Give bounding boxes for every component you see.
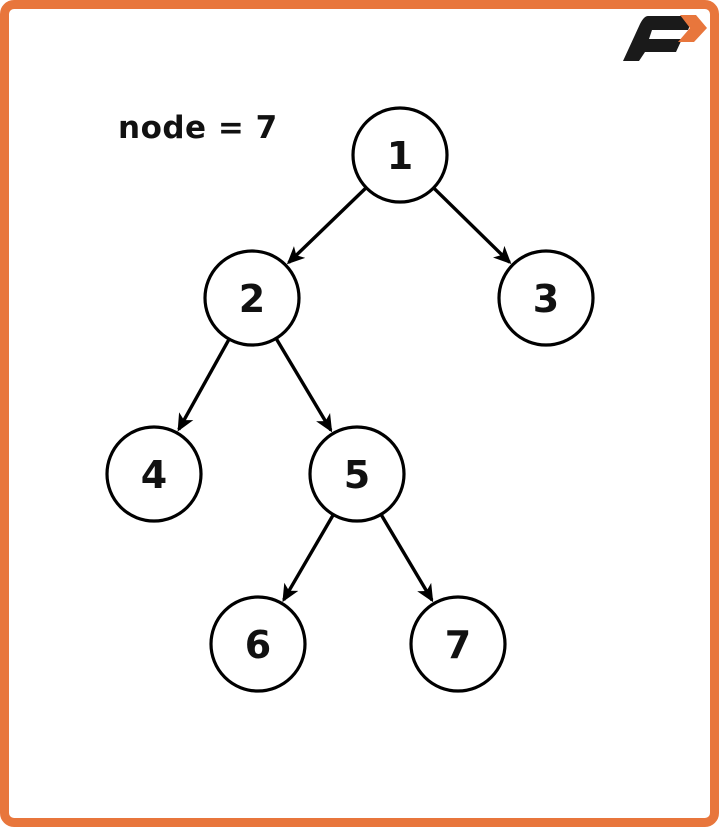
tree-edge-5-to-7 [380,514,434,603]
nodes-layer: 1 2 3 4 5 6 7 [105,106,595,693]
tree-node-circle-1 [351,106,449,204]
tree-edge-1-to-3 [433,187,512,265]
f-arrow-logo [623,15,707,61]
tree-node-3[interactable]: 3 [497,249,595,347]
tree-node-6[interactable]: 6 [209,595,307,693]
tree-node-label-5: 5 [344,453,370,497]
tree-node-label-2: 2 [239,277,265,321]
tree-node-label-1: 1 [387,134,413,178]
tree-node-circle-4 [105,425,203,523]
tree-node-4[interactable]: 4 [105,425,203,523]
tree-node-circle-7 [409,595,507,693]
tree-node-label-3: 3 [533,277,559,321]
tree-node-label-7: 7 [445,623,471,667]
tree-node-circle-5 [308,425,406,523]
tree-node-7[interactable]: 7 [409,595,507,693]
tree-edge-5-to-6 [282,514,335,603]
logo-f-mark [623,16,694,61]
tree-edge-2-to-5 [275,338,333,433]
edges-layer [177,187,512,603]
tree-node-circle-2 [203,249,301,347]
caption-node-value: node = 7 [118,110,278,146]
tree-node-2[interactable]: 2 [203,249,301,347]
tree-node-5[interactable]: 5 [308,425,406,523]
tree-node-circle-3 [497,249,595,347]
tree-node-circle-6 [209,595,307,693]
tree-node-label-6: 6 [245,623,271,667]
tree-node-label-4: 4 [141,453,167,497]
tree-node-1[interactable]: 1 [351,106,449,204]
logo-chevron-icon [678,15,707,42]
tree-edge-2-to-4 [177,339,231,432]
tree-edge-1-to-2 [286,187,367,265]
